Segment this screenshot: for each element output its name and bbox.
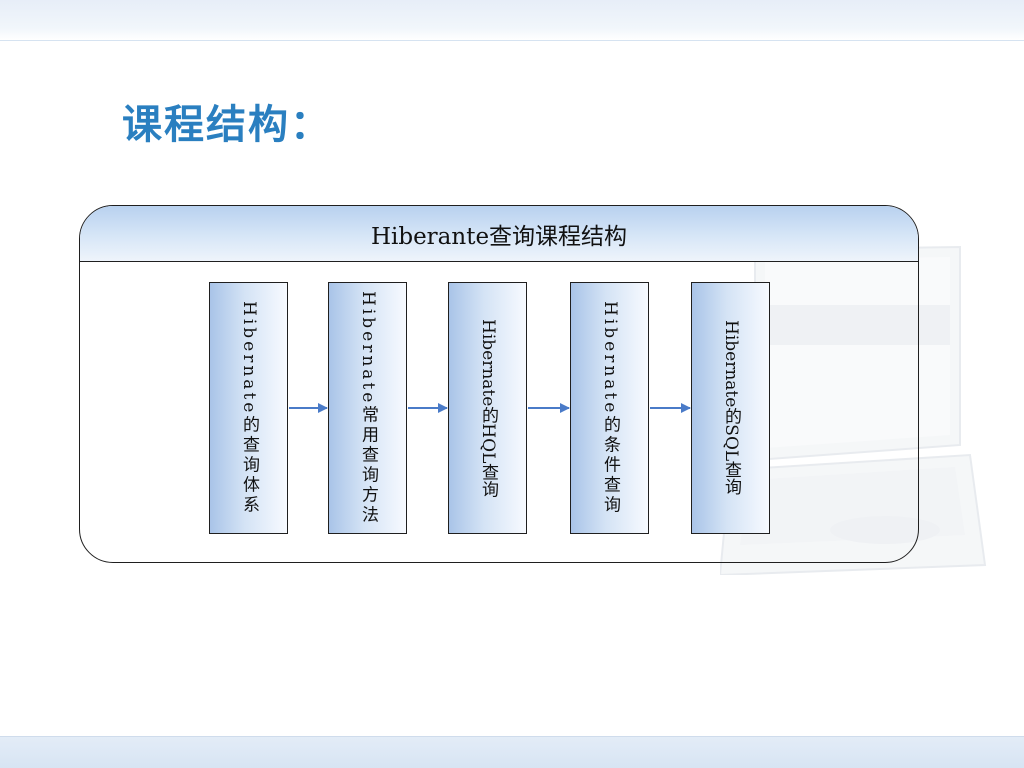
bottom-decor-band <box>0 736 1024 768</box>
diagram-header: Hiberante查询课程结构 <box>80 206 918 262</box>
diagram-frame: Hiberante查询课程结构 <box>79 205 919 563</box>
node-label: Hibernate常用查询方法 <box>358 290 378 526</box>
page-title: 课程结构： <box>122 102 332 148</box>
node-criteria-query: Hibernate的条件查询 <box>570 282 649 534</box>
top-decor-band <box>0 0 1024 41</box>
node-label: Hibernate的查询体系 <box>239 300 259 516</box>
node-label: Hibernate的SQL查询 <box>721 320 741 496</box>
laptop-watermark-icon <box>720 245 987 575</box>
node-label: Hibernate的HQL查询 <box>478 318 498 498</box>
node-hql-query: Hibernate的HQL查询 <box>448 282 527 534</box>
node-label: Hibernate的条件查询 <box>600 300 620 516</box>
node-sql-query: Hibernate的SQL查询 <box>691 282 770 534</box>
diagram-title: Hiberante查询课程结构 <box>370 223 628 250</box>
node-query-system: Hibernate的查询体系 <box>209 282 288 534</box>
node-common-query-methods: Hibernate常用查询方法 <box>328 282 407 534</box>
